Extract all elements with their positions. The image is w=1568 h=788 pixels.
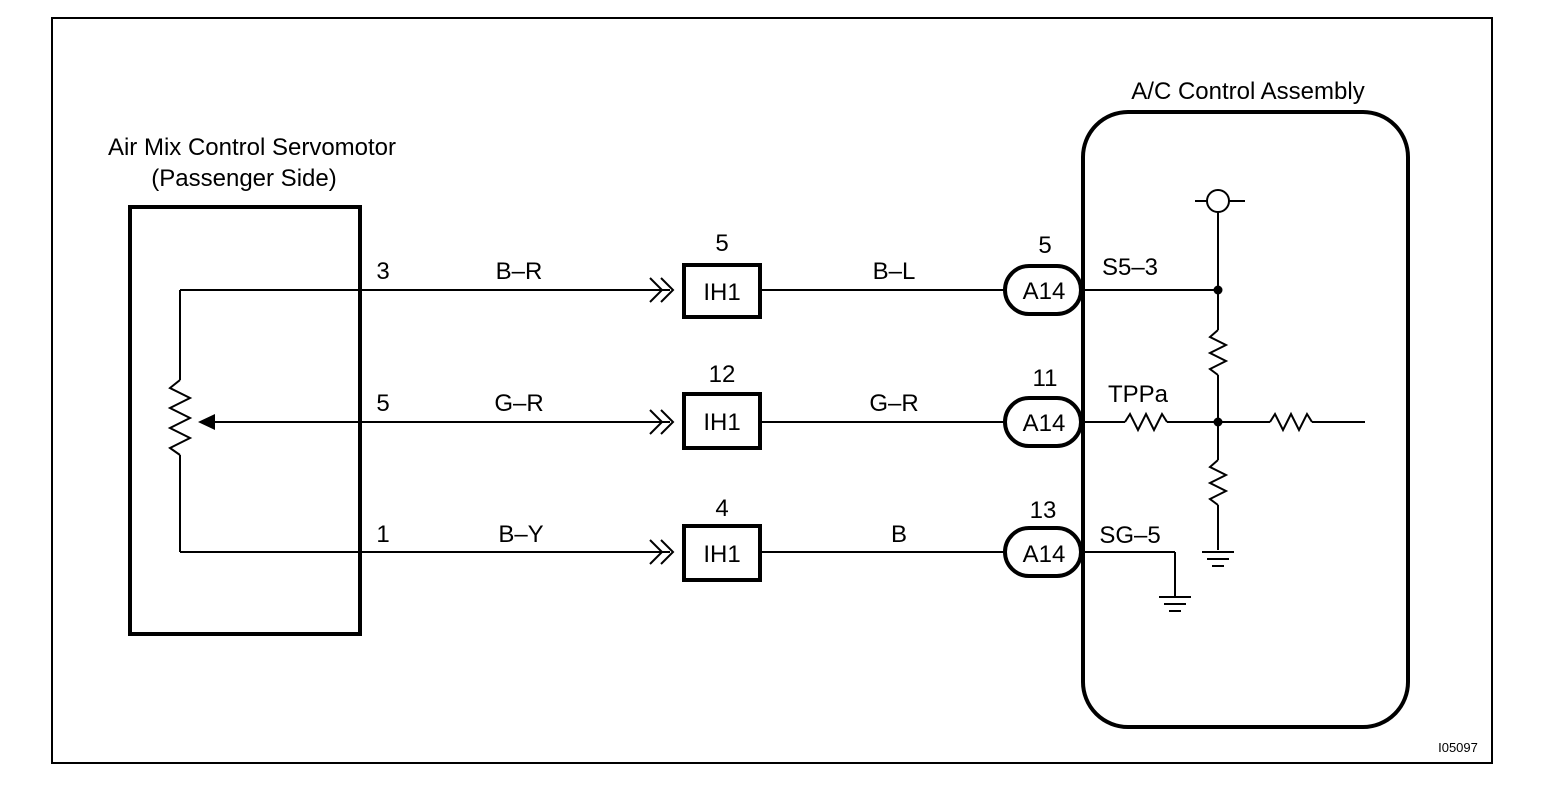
ih-pin-1: 5 <box>715 230 728 257</box>
a-label-2: A14 <box>1023 410 1066 437</box>
a-connector-2 <box>1003 396 1083 448</box>
ac-control-box <box>1081 110 1410 729</box>
ground-icon <box>1202 551 1234 567</box>
a-label-1: A14 <box>1023 278 1066 305</box>
a-pin-2: 11 <box>1033 365 1058 392</box>
ih-pin-2: 12 <box>709 361 736 388</box>
servo-pin-3: 1 <box>376 521 389 548</box>
wire-color-left-1: B–R <box>496 258 543 285</box>
terminal-1: S5–3 <box>1102 254 1158 281</box>
wire-row-3 <box>180 539 1176 597</box>
a-connector-3 <box>1003 526 1083 578</box>
resistor-divider <box>1207 212 1229 550</box>
wire-row-2 <box>215 409 1365 435</box>
ih-label-3: IH1 <box>703 541 740 568</box>
servo-pin-2: 5 <box>376 390 389 417</box>
terminal-3: SG–5 <box>1099 522 1160 549</box>
a-pin-1: 5 <box>1038 232 1051 259</box>
ih-connector-3 <box>682 524 762 582</box>
ih-label-2: IH1 <box>703 409 740 436</box>
wire-color-left-3: B–Y <box>498 521 543 548</box>
wire-color-right-1: B–L <box>873 258 916 285</box>
a-pin-3: 13 <box>1030 497 1057 524</box>
servomotor-title-line1: Air Mix Control Servomotor <box>108 134 396 161</box>
ac-control-title: A/C Control Assembly <box>1131 78 1364 105</box>
terminal-2: TPPa <box>1108 381 1169 408</box>
servomotor-box <box>128 205 362 636</box>
wire-color-right-3: B <box>891 521 907 548</box>
wire-color-right-2: G–R <box>869 390 918 417</box>
a-connector-1 <box>1003 264 1083 316</box>
ih-connector-1 <box>682 263 762 319</box>
servomotor-title-line2: (Passenger Side) <box>151 165 336 192</box>
ground-icon <box>1159 596 1191 612</box>
wire-color-left-2: G–R <box>494 390 543 417</box>
ih-connector-2 <box>682 392 762 450</box>
servo-pin-1: 3 <box>376 258 389 285</box>
diagram-frame <box>51 17 1493 764</box>
potentiometer-symbol <box>167 290 215 552</box>
figure-id: I05097 <box>1438 740 1478 755</box>
ih-label-1: IH1 <box>703 279 740 306</box>
wire-row-1 <box>180 277 1218 303</box>
a-label-3: A14 <box>1023 541 1066 568</box>
ih-pin-3: 4 <box>715 495 728 522</box>
voltage-source-icon <box>1195 189 1245 213</box>
